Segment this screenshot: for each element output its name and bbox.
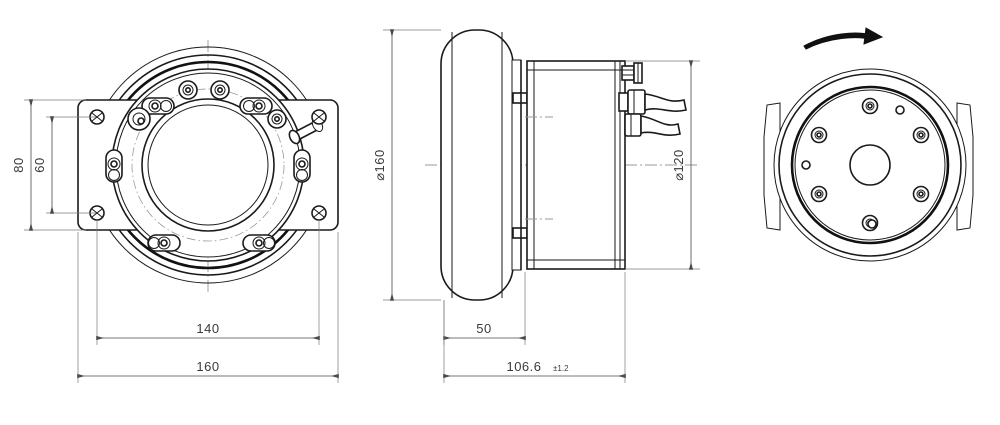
front-fastener-sleeve-right (293, 149, 311, 183)
rear-locating-hole-1 (895, 105, 905, 115)
dimension-label-dia120: ⌀120 (671, 149, 686, 181)
rear-bolt-hole-6 (810, 126, 828, 144)
rear-locating-hole-2-fill (868, 220, 876, 228)
front-fastener-hex-ul (127, 107, 151, 131)
rear-bolt-hole-5 (810, 185, 828, 203)
front-fastener-hex-top-1 (178, 80, 198, 100)
dimension-front-width-140: 140 (96, 220, 320, 345)
front-fastener-hex-ur (267, 109, 287, 129)
rotation-direction-arrow (803, 27, 884, 50)
side-wheel-body (440, 29, 514, 301)
rear-locating-hole-3-fill (802, 161, 810, 169)
dimension-front-height-60: 60 (32, 116, 96, 214)
rear-bolt-hole-3 (912, 185, 930, 203)
front-fastener-hex-top-2 (210, 80, 230, 100)
dimension-side-depth-total: 106.6 ±1.2 (443, 272, 626, 383)
dimension-label-50: 50 (476, 321, 491, 336)
rear-locating-hole-2 (867, 219, 877, 229)
front-fastener-sleeve-tl (141, 97, 175, 115)
rear-tab-left (763, 102, 781, 231)
front-fastener-sleeve-tr (239, 97, 273, 115)
front-bore-inner (147, 104, 269, 226)
rear-bolt-hole-2 (912, 126, 930, 144)
rear-locating-hole-1-fill (896, 106, 904, 114)
front-corner-screw-br (311, 205, 327, 221)
dimension-label-160: 160 (196, 359, 219, 374)
front-bolt-pitch-circle (131, 88, 285, 242)
side-connector-power (618, 89, 687, 115)
side-motor-housing (526, 60, 626, 270)
side-connector-encoder (621, 62, 643, 84)
dimension-side-diameter-160: ⌀160 (372, 29, 441, 301)
front-corner-screw-bl (89, 205, 105, 221)
front-fastener-sleeve-br (242, 234, 276, 252)
side-connector-signal (624, 113, 681, 137)
rear-bore-fill (850, 145, 890, 185)
front-fastener-sleeve-left (105, 149, 123, 183)
dimension-label-140: 140 (196, 321, 219, 336)
dimension-label-60: 60 (32, 157, 47, 172)
side-view: ⌀160 ⌀120 50 106.6 ±1.2 (372, 29, 700, 383)
front-view: 80 60 140 160 (11, 40, 339, 383)
dimension-front-height-80: 80 (11, 99, 86, 231)
rear-outer-circle-1 (773, 68, 967, 262)
dimension-label-dia160: ⌀160 (372, 149, 387, 181)
dimension-label-106-6: 106.6 (506, 359, 541, 374)
rear-view (763, 27, 974, 262)
rear-face-circle-inner (794, 89, 946, 241)
dimension-side-diameter-120: ⌀120 (625, 60, 700, 270)
front-fastener-sleeve-bl (147, 234, 181, 252)
rear-face-circle (790, 85, 950, 245)
rear-locating-hole-3 (801, 160, 811, 170)
dimension-label-tolerance: ±1.2 (553, 364, 569, 373)
side-hub-step (511, 59, 528, 271)
rear-outer-circle-2 (778, 73, 962, 257)
front-corner-screw-tr (311, 109, 327, 125)
front-bore-outer (141, 98, 275, 232)
rear-bolt-hole-1 (861, 97, 879, 115)
dimension-label-80: 80 (11, 157, 26, 172)
rear-bore (849, 144, 891, 186)
dimension-front-width-160: 160 (77, 232, 339, 383)
front-flange-fill (112, 69, 304, 261)
